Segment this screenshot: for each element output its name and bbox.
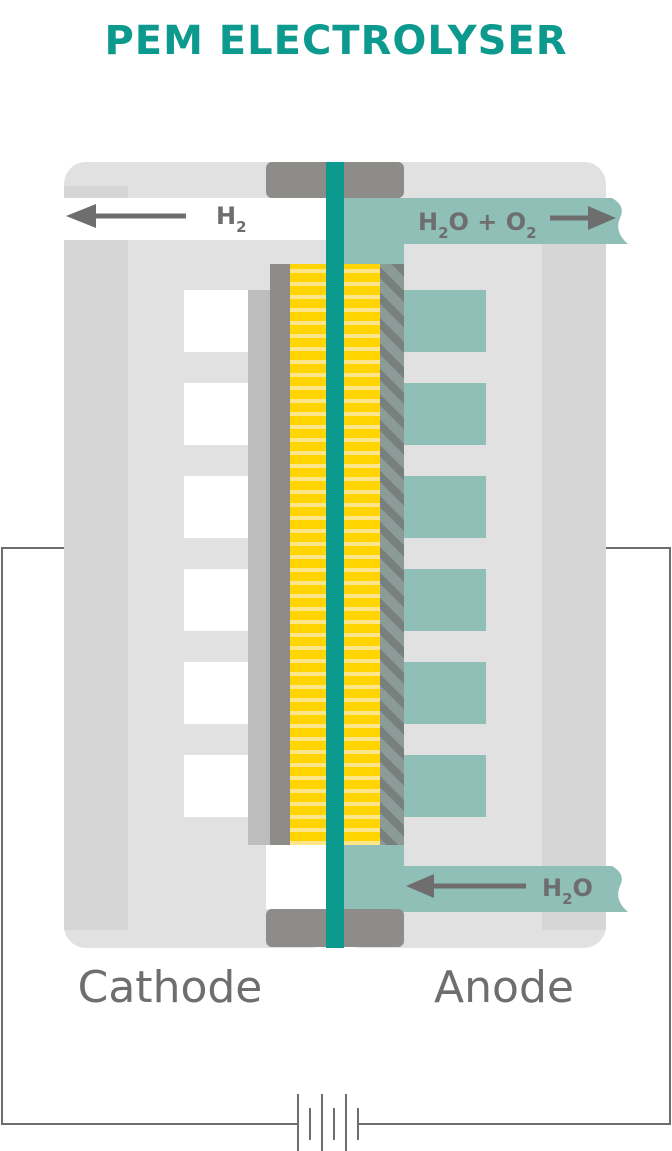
cathode-label: Cathode [77, 962, 263, 1013]
anode-catalyst-layer [344, 264, 380, 845]
cathode-catalyst-layer [290, 264, 326, 845]
anode-ribs [404, 352, 486, 845]
proton-exchange-membrane [326, 162, 344, 948]
water-inlet-arrow [406, 874, 526, 898]
anode-porous-transport-layer [380, 264, 404, 845]
h2-label: H2 [216, 202, 247, 236]
anode-outlet-arrow [550, 206, 616, 230]
cathode-gas-diffusion-layer [248, 264, 290, 845]
circuit-wire [1, 547, 671, 1125]
diagram-title: PEM ELECTROLYSER [104, 18, 568, 64]
anode-label: Anode [434, 962, 574, 1013]
h2-outlet-channel [64, 198, 326, 240]
h2o-o2-label: H2O + O2 [418, 208, 537, 242]
battery-icon [297, 1094, 359, 1151]
anode-flow-field [404, 290, 486, 817]
h2o-inlet-label: H2O [542, 874, 593, 908]
cathode-gap [266, 845, 326, 909]
cathode-flow-field [184, 290, 248, 817]
